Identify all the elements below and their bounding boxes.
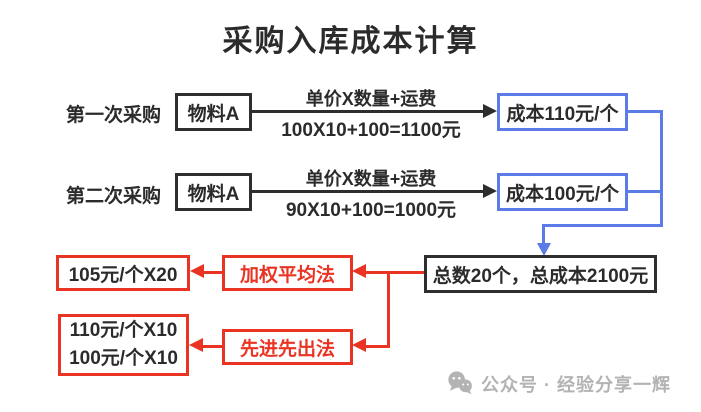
fifo-result-line2: 100元/个X10 xyxy=(69,348,178,369)
method-box-weighted-average: 加权平均法 xyxy=(222,255,353,291)
wechat-icon xyxy=(447,370,474,397)
row1-formula-bottom: 100X10+100=1100元 xyxy=(281,120,461,141)
fifo-result-line1: 110元/个X10 xyxy=(69,320,178,342)
watermark: 公众号 · 经验分享一辉 xyxy=(447,370,671,397)
result-box-weighted-average: 105元/个X20 xyxy=(56,255,190,291)
red-line-vertical xyxy=(387,271,390,347)
red-arrowhead-wavg-result-icon xyxy=(190,264,204,278)
red-arrowhead-fifo-icon xyxy=(352,338,366,352)
row2-cost-box: 成本100元/个 xyxy=(497,173,628,211)
blue-connector-row1-out xyxy=(628,110,663,113)
row2-arrow-line xyxy=(251,190,485,193)
watermark-text: 公众号 · 经验分享一辉 xyxy=(481,374,671,395)
blue-connector-bottom xyxy=(542,224,663,227)
row1-arrow-line xyxy=(251,110,485,113)
total-box: 总数20个，总成本2100元 xyxy=(424,255,657,293)
red-arrowhead-fifo-result-icon xyxy=(189,338,203,352)
method-box-fifo: 先进先出法 xyxy=(222,329,353,365)
result-box-fifo: 110元/个X10 100元/个X10 xyxy=(58,314,189,376)
blue-arrowhead-down-icon xyxy=(537,243,551,256)
blue-connector-vertical xyxy=(660,110,663,227)
row2-label: 第二次采购 xyxy=(66,186,162,207)
row2-formula-bottom: 90X10+100=1000元 xyxy=(285,200,457,221)
row1-label: 第一次采购 xyxy=(66,105,162,126)
row1-material-box: 物料A xyxy=(175,93,252,131)
red-arrowhead-wavg-icon xyxy=(352,264,366,278)
row2-material-box: 物料A xyxy=(175,173,252,211)
blue-connector-drop xyxy=(542,224,545,246)
row1-formula-top: 单价X数量+运费 xyxy=(305,89,437,109)
diagram-title: 采购入库成本计算 xyxy=(222,25,479,58)
red-line-total-to-wavg xyxy=(364,271,424,274)
row1-cost-box: 成本110元/个 xyxy=(497,93,628,131)
red-line-fifo-result xyxy=(202,345,222,348)
row1-arrowhead-icon xyxy=(483,104,497,118)
row2-formula-top: 单价X数量+运费 xyxy=(305,169,437,189)
red-line-wavg-result xyxy=(202,271,222,274)
row2-arrowhead-icon xyxy=(483,184,497,198)
blue-connector-row2-out xyxy=(628,190,663,193)
red-line-to-fifo xyxy=(364,345,390,348)
